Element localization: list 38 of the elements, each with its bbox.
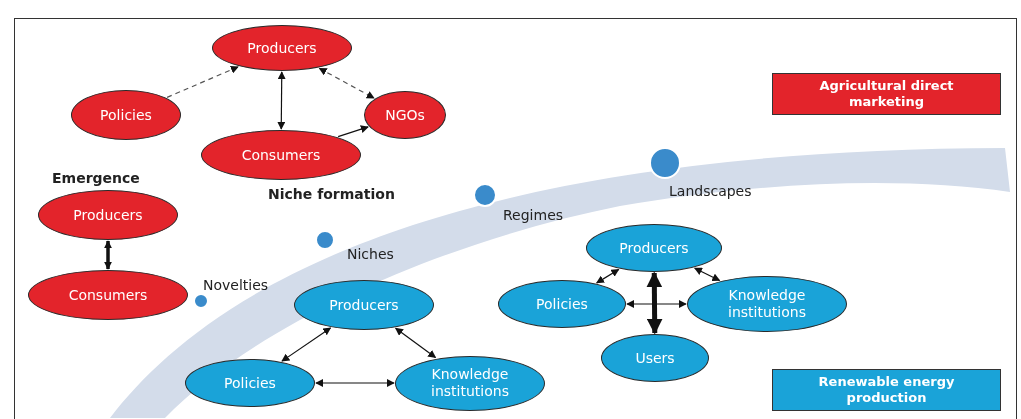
node-label: Consumers bbox=[68, 286, 148, 304]
arrow bbox=[694, 267, 721, 282]
node-label: Users bbox=[635, 349, 675, 367]
arrow bbox=[166, 66, 239, 98]
phase-heading: Emergence bbox=[52, 170, 140, 186]
node-label: Producers bbox=[247, 39, 317, 57]
arrow bbox=[281, 327, 332, 362]
arrow bbox=[318, 67, 375, 99]
stage-label: Landscapes bbox=[669, 183, 752, 199]
phase-heading: Niche formation bbox=[268, 186, 395, 202]
arrow bbox=[596, 268, 620, 284]
actor-ellipse bbox=[364, 91, 446, 139]
marker-dot bbox=[649, 147, 681, 179]
marker-dot bbox=[315, 230, 335, 250]
arrow bbox=[337, 125, 369, 138]
arrow bbox=[277, 71, 286, 130]
marker-dot bbox=[193, 293, 209, 309]
node-label: Policies bbox=[536, 295, 588, 313]
arrow bbox=[646, 271, 663, 335]
arrow bbox=[315, 379, 395, 387]
stage-label: Niches bbox=[347, 246, 394, 262]
node-label: Knowledge institutions bbox=[727, 287, 807, 321]
stage-label: Novelties bbox=[203, 277, 269, 293]
node-label: NGOs bbox=[385, 106, 425, 124]
node-label: Producers bbox=[73, 206, 143, 224]
arrow bbox=[104, 240, 112, 270]
node-label: Producers bbox=[619, 239, 689, 257]
node-label: Consumers bbox=[241, 146, 321, 164]
arrow bbox=[626, 300, 687, 308]
actor-ellipse bbox=[185, 359, 315, 407]
legend-label: Renewable energy production bbox=[817, 374, 956, 406]
legend-label: Agricultural direct marketing bbox=[818, 78, 955, 110]
node-label: Knowledge institutions bbox=[430, 366, 510, 400]
node-label: Policies bbox=[100, 106, 152, 124]
node-label: Policies bbox=[224, 374, 276, 392]
node-label: Producers bbox=[329, 296, 399, 314]
marker-dot bbox=[473, 183, 497, 207]
stage-label: Regimes bbox=[503, 207, 564, 223]
